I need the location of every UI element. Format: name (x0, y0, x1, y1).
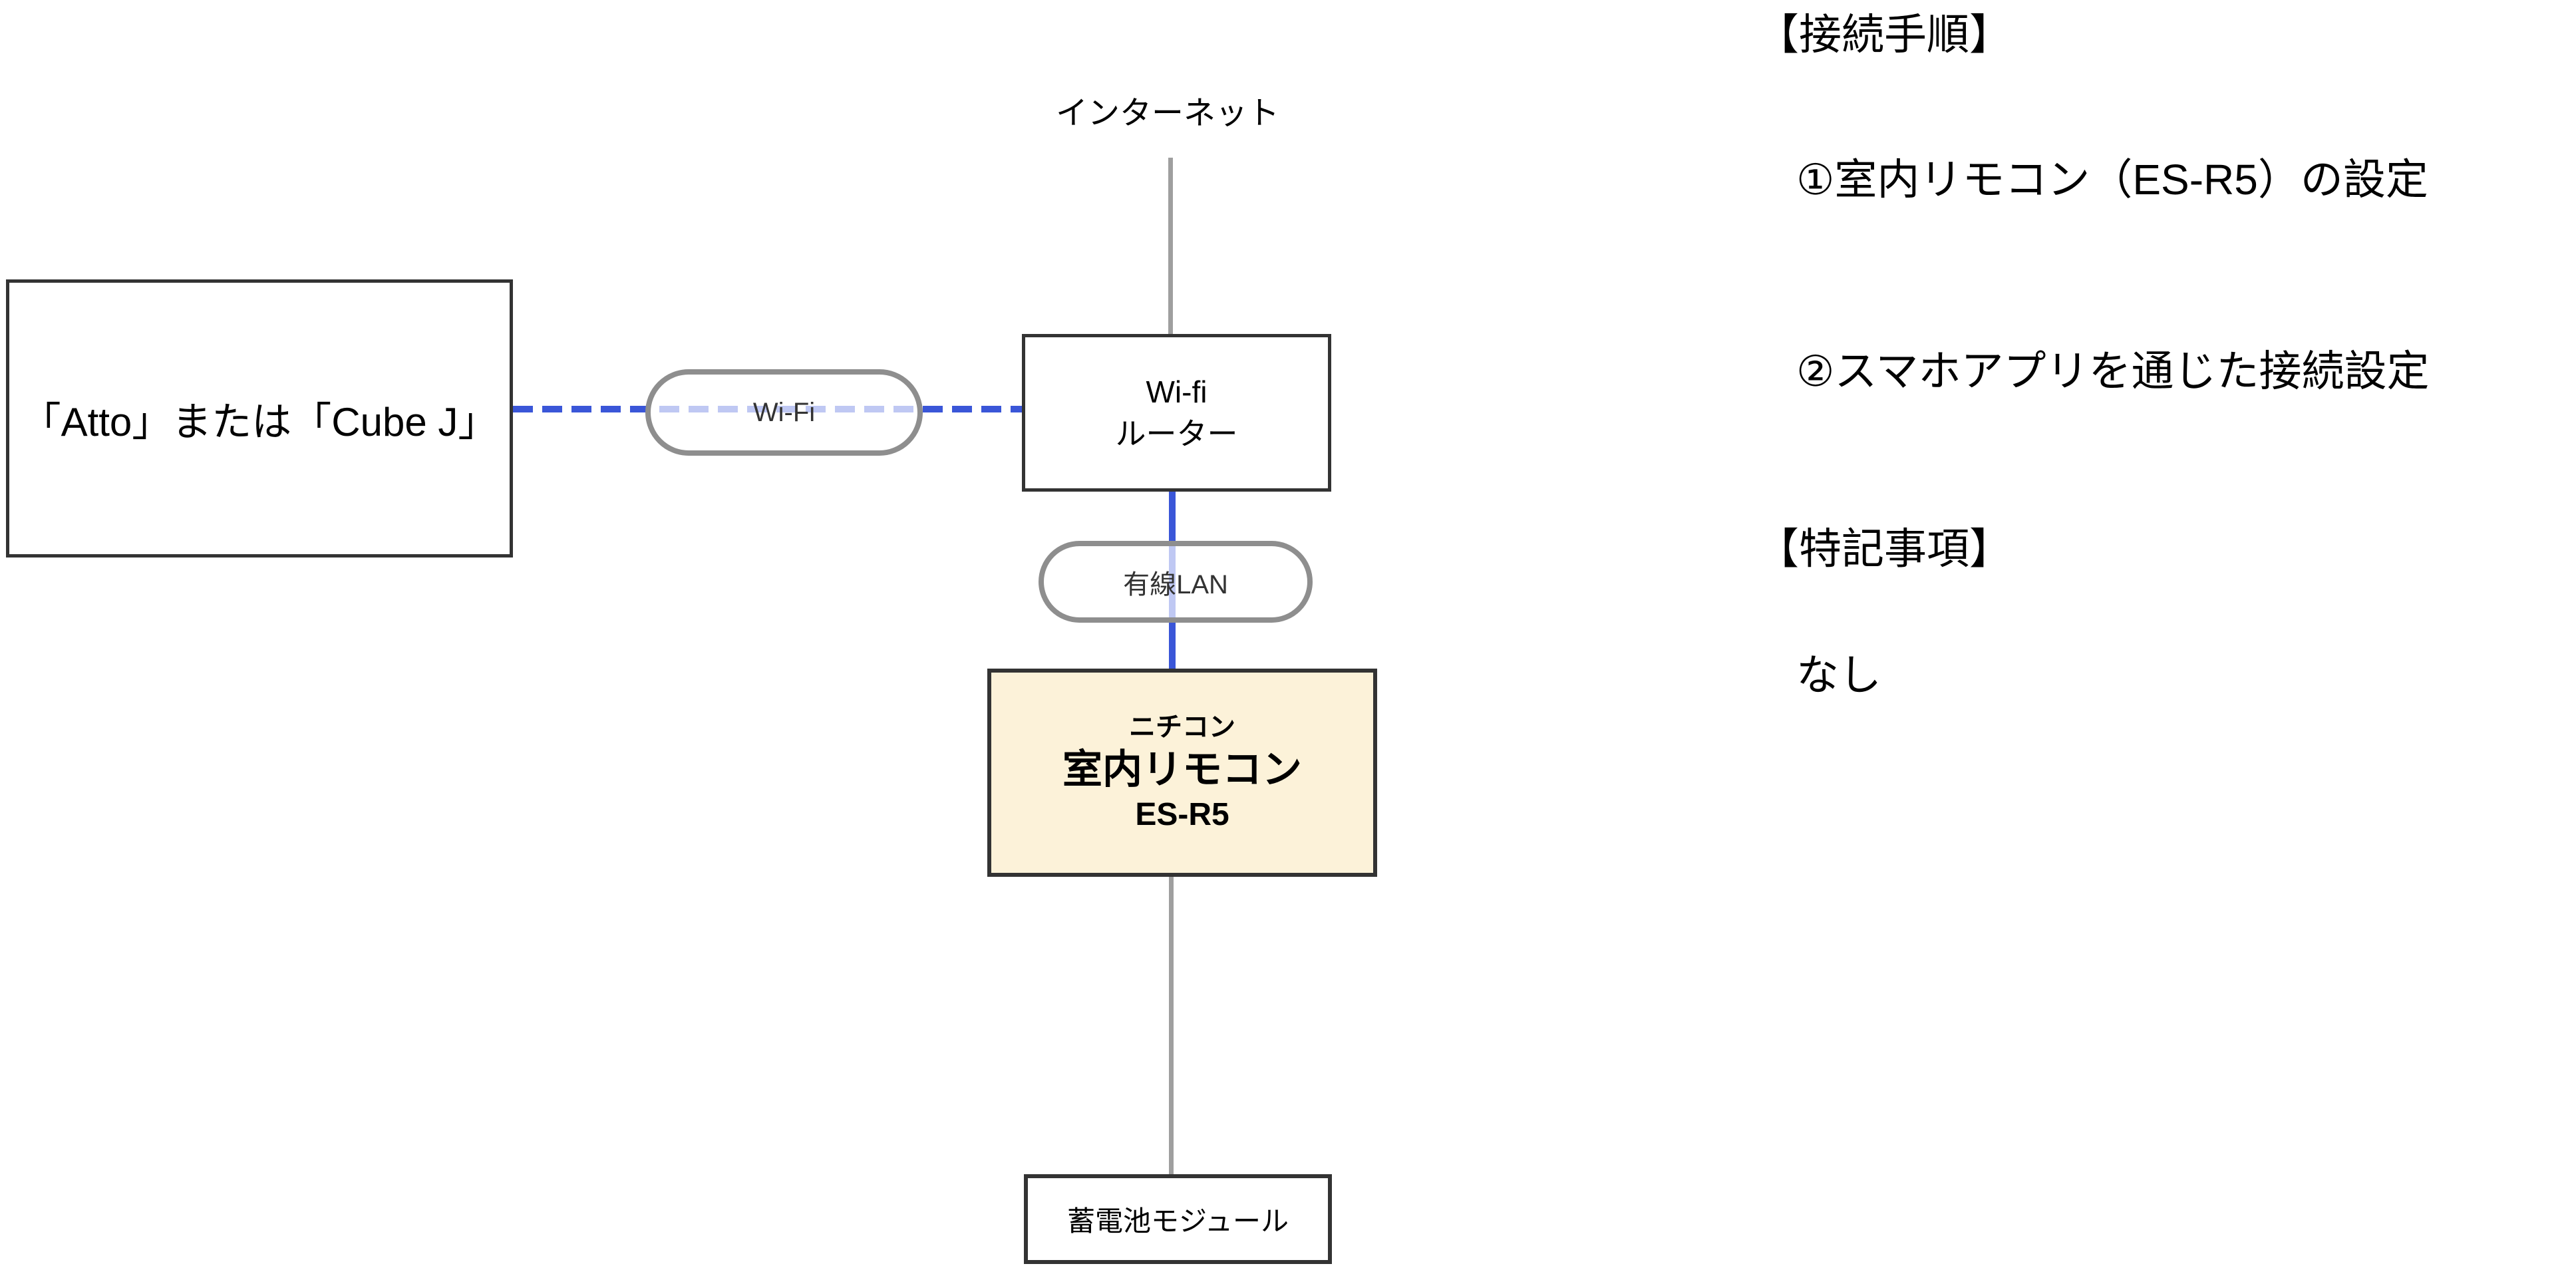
wifi-router-label-line2: ルーター (1115, 416, 1238, 451)
wifi-link-pill: Wi-Fi (645, 369, 923, 456)
procedure-heading: 【接続手順】 (1756, 11, 2012, 59)
indoor-remote-box: ニチコン 室内リモコン ES-R5 (987, 669, 1377, 877)
special-notes-heading: 【特記事項】 (1756, 525, 2012, 573)
internet-to-router-line (1168, 158, 1173, 335)
battery-module-box: 蓄電池モジュール (1024, 1174, 1332, 1264)
battery-module-label: 蓄電池モジュール (1066, 1205, 1289, 1237)
wifi-link-pill-label: Wi-Fi (752, 397, 816, 427)
device-box: 「Atto」または「Cube J」 (6, 279, 513, 557)
wired-lan-pill-label: 有線LAN (1123, 569, 1228, 599)
indoor-remote-name: 室内リモコン (1062, 746, 1302, 792)
indoor-remote-model: ES-R5 (1135, 796, 1229, 832)
remote-to-battery-line (1169, 877, 1174, 1176)
internet-label: インターネット (1055, 96, 1279, 131)
procedure-item-1: ①室内リモコン（ES-R5）の設定 (1796, 156, 2428, 204)
device-box-label: 「Atto」または「Cube J」 (21, 399, 498, 444)
wifi-router-box: Wi-fi ルーター (1022, 334, 1331, 492)
indoor-remote-maker: ニチコン (1129, 712, 1235, 742)
procedure-item-2: ②スマホアプリを通じた接続設定 (1796, 347, 2430, 395)
wifi-router-label-line1: Wi-fi (1146, 375, 1208, 410)
wired-lan-pill: 有線LAN (1039, 541, 1313, 623)
special-notes-item-1: なし (1796, 651, 1881, 699)
